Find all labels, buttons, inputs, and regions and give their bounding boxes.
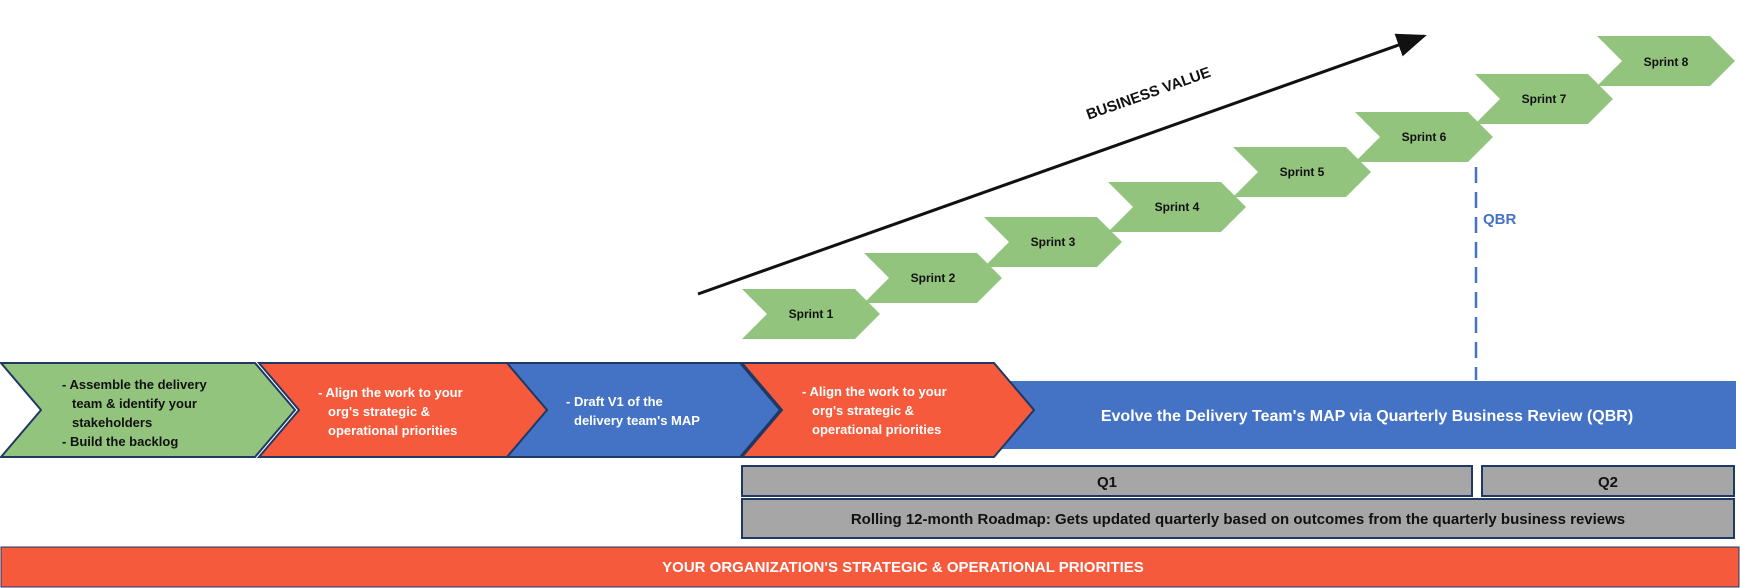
- sprint-chevron-6: Sprint 6: [1355, 112, 1493, 162]
- step-3-line: - Draft V1 of the: [566, 394, 663, 409]
- sprint-label: Sprint 5: [1280, 165, 1325, 179]
- evolve-bar: Evolve the Delivery Team's MAP via Quart…: [985, 381, 1736, 449]
- step-2-text: - Align the work to your org's strategic…: [318, 385, 466, 438]
- step-1-line: stakeholders: [72, 415, 152, 430]
- sprint-chevron-3: Sprint 3: [984, 217, 1122, 267]
- footer-label: YOUR ORGANIZATION'S STRATEGIC & OPERATIO…: [662, 559, 1144, 576]
- step-2-line: operational priorities: [328, 423, 457, 438]
- quarter-q2-label: Q2: [1598, 474, 1618, 491]
- sprint-label: Sprint 1: [789, 307, 834, 321]
- business-value-arrow: [697, 33, 1427, 296]
- step-1-line: - Build the backlog: [62, 434, 178, 449]
- sprint-label: Sprint 2: [911, 271, 956, 285]
- sprint-chevron-7: Sprint 7: [1475, 74, 1613, 124]
- step-3-line: delivery team's MAP: [574, 413, 700, 428]
- sprint-label: Sprint 8: [1644, 55, 1689, 69]
- footer-bar: YOUR ORGANIZATION'S STRATEGIC & OPERATIO…: [0, 546, 1740, 588]
- business-value-label: BUSINESS VALUE: [1084, 64, 1213, 124]
- step-2-line: org's strategic &: [328, 404, 430, 419]
- step-4-line: org's strategic &: [812, 403, 914, 418]
- step-2-line: - Align the work to your: [318, 385, 463, 400]
- sprint-chevron-5: Sprint 5: [1233, 147, 1371, 197]
- step-chevron-1: - Assemble the delivery team & identify …: [0, 362, 297, 458]
- step-4-line: - Align the work to your: [802, 384, 947, 399]
- step-chevron-2: - Align the work to your org's strategic…: [256, 362, 550, 458]
- step-1-line: - Assemble the delivery: [62, 377, 208, 392]
- step-4-text: - Align the work to your org's strategic…: [802, 384, 950, 437]
- sprint-label: Sprint 3: [1031, 235, 1076, 249]
- sprint-chevron-4: Sprint 4: [1108, 182, 1246, 232]
- step-chevron-3: - Draft V1 of the delivery team's MAP: [504, 362, 782, 458]
- sprint-label: Sprint 7: [1522, 92, 1567, 106]
- sprint-chevron-2: Sprint 2: [864, 253, 1002, 303]
- quarter-q1-label: Q1: [1097, 474, 1117, 491]
- sprint-chevron-1: Sprint 1: [742, 289, 880, 339]
- quarter-q2: Q2: [1481, 465, 1735, 497]
- sprint-label: Sprint 4: [1155, 200, 1200, 214]
- step-4-line: operational priorities: [812, 422, 941, 437]
- quarter-q1: Q1: [741, 465, 1473, 497]
- sprint-label: Sprint 6: [1402, 130, 1447, 144]
- step-3-text: - Draft V1 of the delivery team's MAP: [566, 394, 700, 428]
- roadmap-bar: Rolling 12-month Roadmap: Gets updated q…: [741, 498, 1735, 539]
- step-1-line: team & identify your: [72, 396, 197, 411]
- step-1-text: - Assemble the delivery team & identify …: [62, 377, 210, 449]
- evolve-bar-label: Evolve the Delivery Team's MAP via Quart…: [1101, 408, 1633, 425]
- step-chevron-4: - Align the work to your org's strategic…: [739, 362, 1036, 458]
- sprint-chevron-8: Sprint 8: [1597, 36, 1735, 86]
- roadmap-label: Rolling 12-month Roadmap: Gets updated q…: [851, 511, 1625, 528]
- qbr-label: QBR: [1483, 211, 1517, 228]
